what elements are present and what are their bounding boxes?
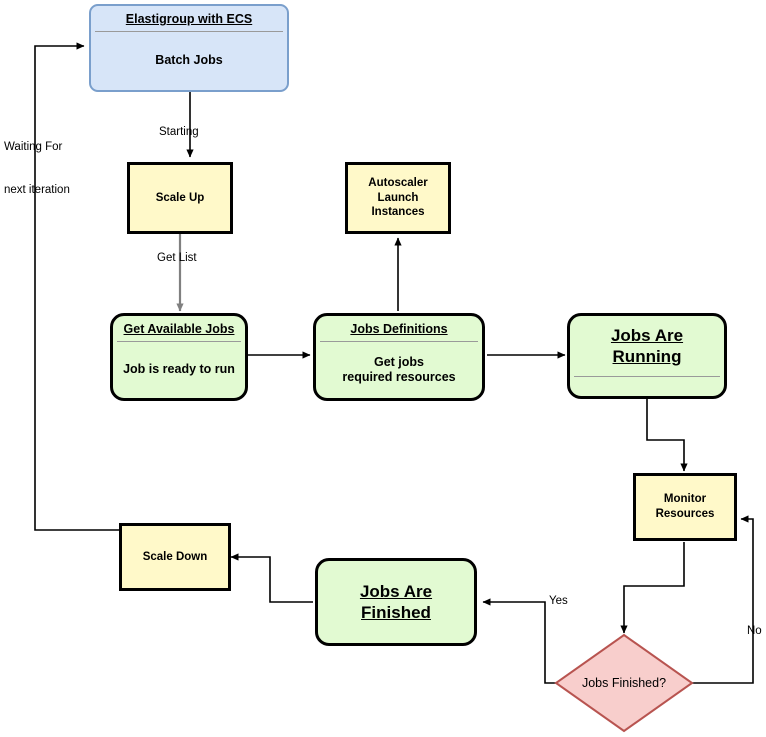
jobs-are-finished-title-line-2: Finished [361, 603, 431, 622]
edge-decision-no-to-monitor-resources [684, 515, 754, 684]
edge-monitor-resources-to-decision [620, 542, 685, 634]
autoscaler-label-line-2: Launch [377, 191, 419, 204]
get-available-jobs-divider [117, 341, 241, 343]
edge-label-starting: Starting [159, 126, 199, 138]
elastigroup-body: Batch Jobs [155, 53, 223, 68]
decision-label: Jobs Finished? [581, 676, 667, 690]
autoscaler-label: Autoscaler Launch Instances [348, 165, 448, 231]
edge-label-yes: Yes [549, 595, 568, 607]
jobs-are-running-title-line-2: Running [612, 347, 682, 367]
jobs-are-running-title: Jobs Are Running [570, 316, 724, 376]
get-available-jobs-title: Get Available Jobs [123, 322, 235, 336]
node-jobs-are-finished[interactable]: Jobs Are Finished [315, 558, 477, 646]
jobs-are-running-title-line-1: Jobs Are [610, 326, 684, 345]
get-available-jobs-body: Job is ready to run [123, 362, 235, 377]
elastigroup-divider [95, 31, 283, 33]
jobs-are-running-body [570, 377, 724, 397]
edge-jobs-are-finished-to-scale-down [230, 553, 313, 603]
jobs-definitions-body: Get jobs required resources [316, 342, 482, 398]
node-autoscaler-launch-instances[interactable]: Autoscaler Launch Instances [345, 162, 451, 234]
edge-label-waiting-line-1: Waiting For [4, 140, 63, 153]
jobs-definitions-body-line-2: required resources [342, 370, 456, 385]
node-jobs-are-running[interactable]: Jobs Are Running [567, 313, 727, 399]
edge-decision-yes-to-jobs-are-finished [482, 598, 564, 684]
edge-label-waiting-line-2: next iteration [4, 183, 70, 196]
node-jobs-definitions[interactable]: Jobs Definitions Get jobs required resou… [313, 313, 485, 401]
node-monitor-resources[interactable]: Monitor Resources [633, 473, 737, 541]
node-scale-down[interactable]: Scale Down [119, 523, 231, 591]
autoscaler-label-line-1: Autoscaler [368, 176, 428, 189]
edge-label-get-list: Get List [157, 252, 197, 264]
monitor-resources-label: Monitor Resources [636, 476, 734, 538]
node-elastigroup-with-ecs[interactable]: Elastigroup with ECS Batch Jobs [89, 4, 289, 92]
monitor-resources-label-line-2: Resources [655, 508, 715, 520]
jobs-are-finished-title-line-1: Jobs Are [359, 581, 433, 601]
edge-jobs-are-running-to-monitor-resources [646, 399, 688, 472]
jobs-definitions-body-line-1: Get jobs [373, 354, 424, 369]
monitor-resources-label-line-1: Monitor [663, 493, 707, 506]
node-jobs-finished-decision[interactable]: Jobs Finished? [554, 633, 694, 733]
scale-up-label: Scale Up [155, 191, 205, 204]
node-scale-up[interactable]: Scale Up [127, 162, 233, 234]
jobs-are-finished-title: Jobs Are Finished [318, 581, 474, 624]
jobs-are-running-divider [574, 375, 720, 377]
node-get-available-jobs[interactable]: Get Available Jobs Job is ready to run [110, 313, 248, 401]
edge-label-no: No [747, 625, 762, 637]
jobs-definitions-divider [320, 341, 478, 343]
autoscaler-label-line-3: Instances [371, 206, 425, 219]
decision-diamond-shape [554, 633, 694, 733]
scale-down-label: Scale Down [142, 550, 208, 563]
elastigroup-title: Elastigroup with ECS [125, 12, 253, 26]
edge-label-waiting-for-next-iteration: Waiting For next iteration [4, 111, 70, 226]
jobs-definitions-title: Jobs Definitions [350, 322, 448, 336]
